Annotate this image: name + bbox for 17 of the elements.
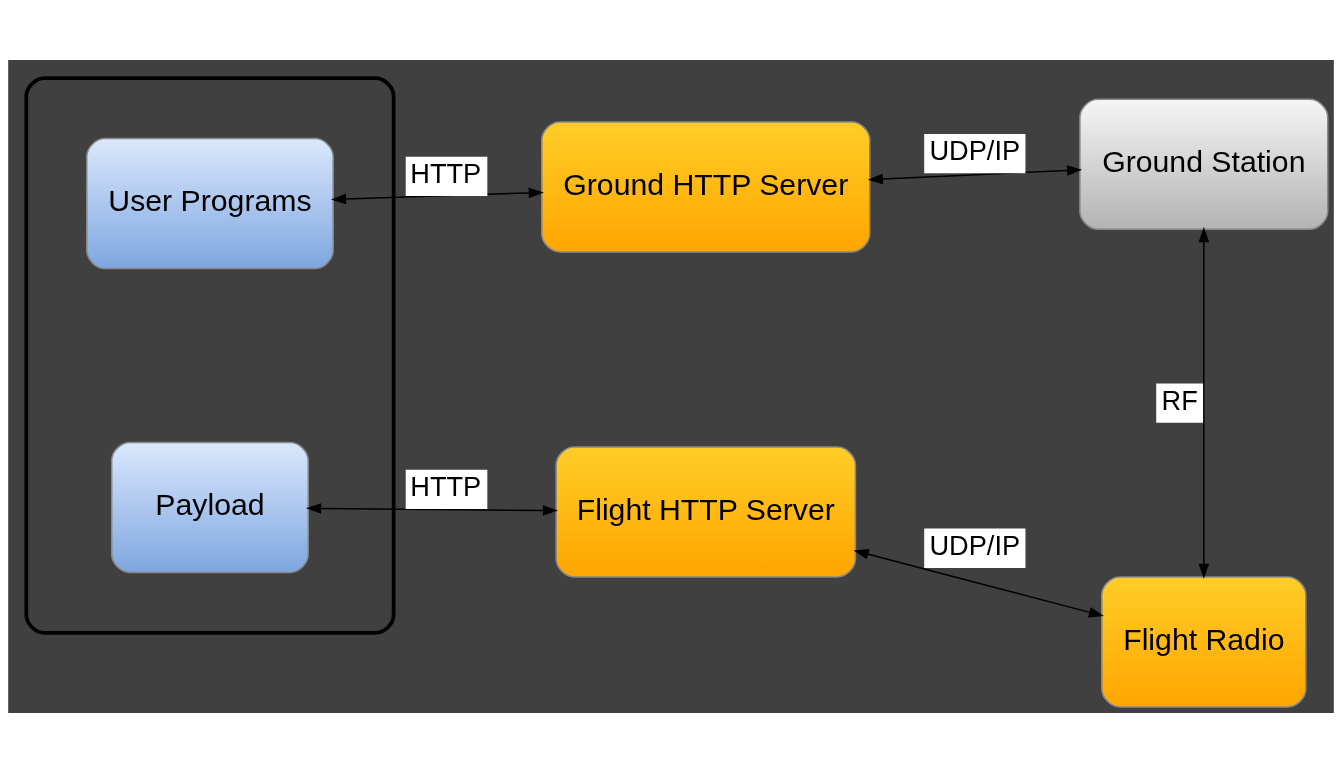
node-box: Ground Station <box>1079 98 1329 230</box>
node-box: Payload <box>110 441 309 573</box>
edge-label: HTTP <box>410 157 482 189</box>
node-box: Ground HTTP Server <box>541 120 871 253</box>
cluster <box>24 75 396 635</box>
edge-label: UDP/IP <box>929 529 1021 561</box>
arrow <box>331 187 544 204</box>
arrow <box>867 164 1083 184</box>
edge-label: RF <box>1161 384 1198 416</box>
arrow <box>1198 226 1210 579</box>
edge-label: HTTP <box>410 470 482 502</box>
edge-label: UDP/IP <box>929 134 1021 166</box>
arrow <box>305 502 559 516</box>
node-box: Flight Radio <box>1101 575 1307 708</box>
node-box: Flight HTTP Server <box>555 445 857 578</box>
arrow <box>853 548 1104 617</box>
node-box: User Programs <box>86 137 334 269</box>
